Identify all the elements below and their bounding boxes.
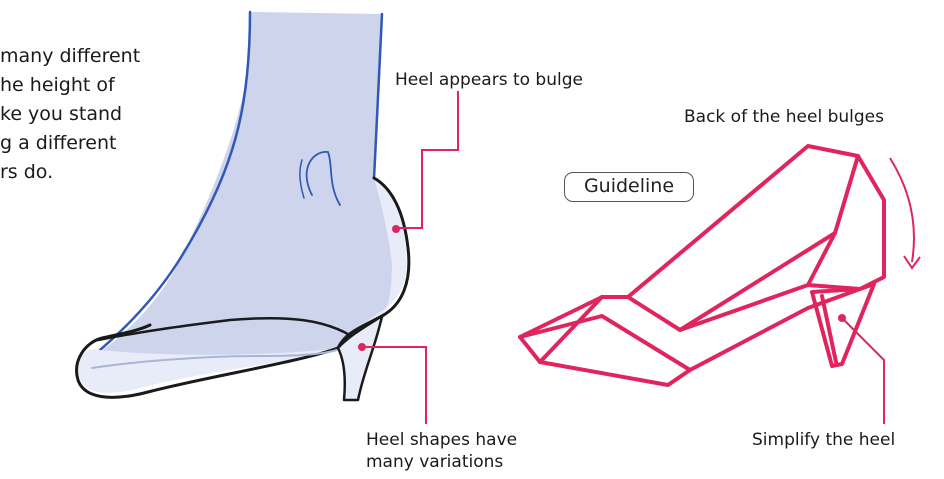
callout-dot-heel-bulge — [392, 225, 400, 233]
intro-line: he height of — [0, 71, 140, 100]
intro-line: rs do. — [0, 158, 140, 187]
label-heel-shapes-line2: many variations — [366, 452, 503, 472]
label-heel-shapes-line1: Heel shapes have — [366, 430, 517, 450]
intro-paragraph: many different he height of ke you stand… — [0, 42, 140, 187]
intro-line: ke you stand — [0, 100, 140, 129]
label-back-bulges: Back of the heel bulges — [684, 107, 884, 127]
label-heel-bulge: Heel appears to bulge — [395, 70, 583, 90]
label-simplify: Simplify the heel — [752, 430, 895, 450]
callout-heel-bulge — [398, 91, 458, 228]
bulge-arrow — [890, 158, 914, 262]
callout-dot-heel-shapes — [358, 343, 366, 351]
callout-simplify — [842, 318, 884, 424]
callout-heel-shapes — [366, 347, 426, 424]
guideline-badge: Guideline — [564, 172, 694, 202]
callout-dot-simplify — [838, 314, 846, 322]
intro-line: many different — [0, 42, 140, 71]
leg-shape — [100, 12, 392, 355]
intro-line: g a different — [0, 129, 140, 158]
